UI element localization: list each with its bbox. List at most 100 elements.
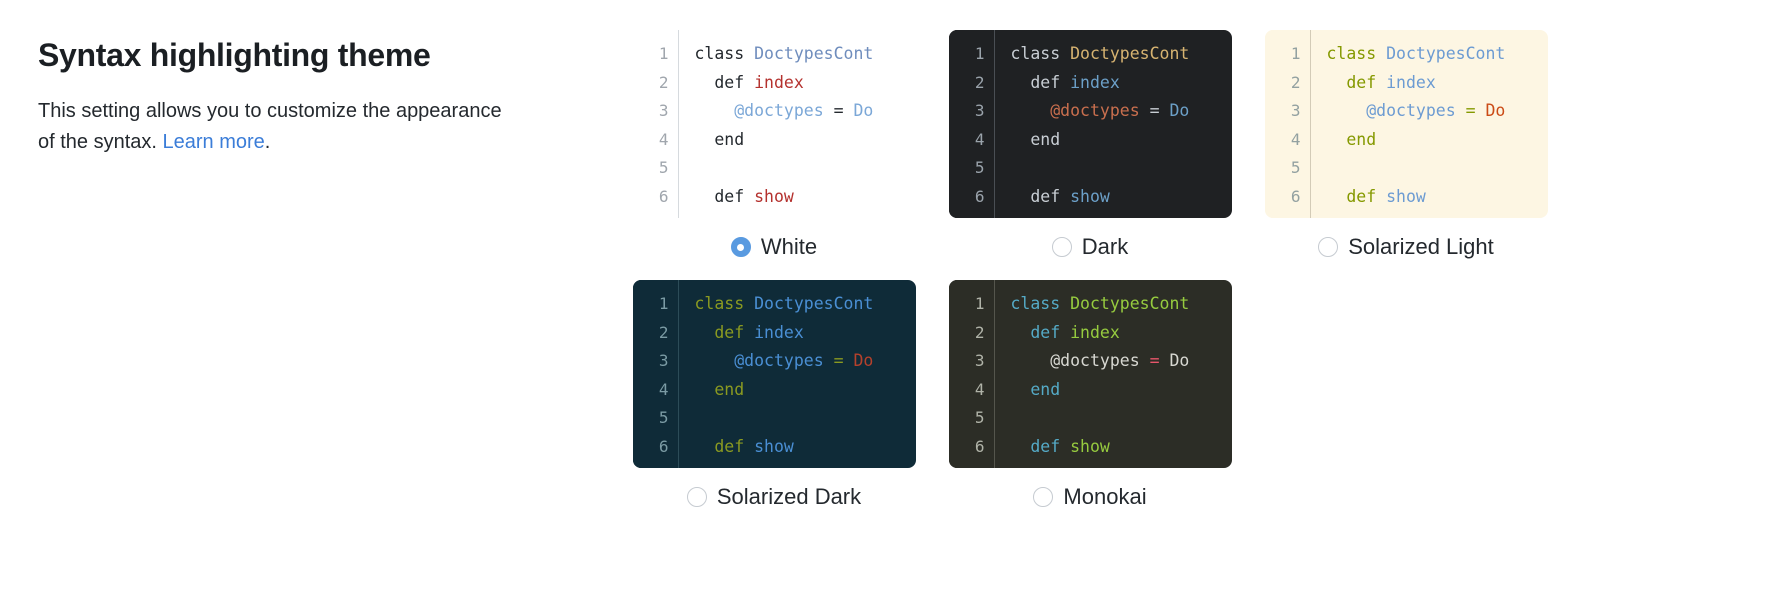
code-line	[1327, 154, 1548, 183]
token-constant: Do	[853, 101, 874, 120]
token-operator: =	[823, 101, 854, 120]
line-number: 3	[658, 101, 669, 120]
radio-label-white: White	[760, 234, 818, 259]
line-number: 1	[974, 294, 985, 313]
line-number: 5	[974, 158, 985, 177]
code-line: class DoctypesCont	[1011, 290, 1232, 319]
token-ivar: @doctypes	[694, 351, 824, 370]
token-function: show	[1070, 186, 1110, 206]
token-function: show	[754, 436, 794, 456]
code-body: class DoctypesCont def index @doctypes =…	[993, 280, 1232, 468]
token-keyword: def	[1010, 72, 1071, 92]
token-function: index	[754, 72, 804, 92]
line-number: 6	[658, 436, 669, 456]
token-keyword: class	[1010, 294, 1071, 313]
line-number: 6	[974, 186, 985, 206]
theme-radio-row-monokai[interactable]: Monokai	[1033, 486, 1147, 508]
theme-radio-row-solarized-dark[interactable]: Solarized Dark	[686, 486, 861, 508]
code-line: class DoctypesCont	[695, 40, 916, 69]
line-number: 4	[658, 379, 669, 399]
code-line: class DoctypesCont	[695, 290, 916, 319]
line-number: 2	[974, 72, 985, 92]
token-keyword: class	[694, 44, 755, 63]
token-ivar: @doctypes	[1010, 101, 1140, 120]
code-line: def index	[695, 69, 916, 98]
radio-dark[interactable]	[1051, 237, 1072, 257]
token-function: show	[1386, 186, 1426, 206]
line-number: 4	[658, 129, 669, 149]
theme-radio-row-solarized-light[interactable]: Solarized Light	[1318, 236, 1494, 258]
line-number: 2	[974, 322, 985, 342]
code-line: end	[695, 126, 916, 155]
token-operator: =	[823, 351, 854, 370]
token-function: show	[1070, 436, 1110, 456]
line-number: 5	[1290, 158, 1301, 177]
radio-solarized-dark[interactable]	[686, 487, 707, 507]
code-line: @doctypes = Do	[1011, 347, 1232, 376]
token-keyword: end	[1326, 129, 1377, 149]
token-ivar: @doctypes	[694, 101, 824, 120]
code-line: def index	[695, 319, 916, 348]
code-line: def show	[1011, 433, 1232, 462]
setting-description-period: .	[264, 131, 271, 154]
code-line: def show	[695, 183, 916, 212]
line-number: 6	[1290, 186, 1301, 206]
token-keyword: class	[1010, 44, 1071, 63]
radio-label-solarized-light: Solarized Light	[1348, 234, 1494, 259]
radio-white[interactable]	[730, 237, 751, 257]
code-line: end	[1327, 126, 1548, 155]
token-keyword: def	[694, 72, 755, 92]
token-constant: Do	[1169, 101, 1190, 120]
code-line	[695, 404, 916, 433]
theme-radio-row-white[interactable]: White	[730, 234, 818, 259]
line-number: 4	[974, 379, 985, 399]
page-title: Syntax highlighting theme	[38, 37, 431, 73]
line-number: 1	[974, 44, 985, 63]
line-number: 2	[658, 72, 669, 92]
code-line: def index	[1011, 319, 1232, 348]
code-line	[1011, 154, 1232, 183]
code-line: def index	[1327, 69, 1548, 98]
code-line: class DoctypesCont	[1327, 40, 1548, 69]
token-ivar: @doctypes	[1326, 101, 1456, 120]
token-class-name: DoctypesCont	[754, 294, 874, 313]
line-number: 5	[658, 408, 669, 427]
token-keyword: def	[694, 186, 755, 206]
token-keyword: def	[1010, 436, 1071, 456]
code-line: end	[1011, 126, 1232, 155]
token-ivar: @doctypes	[1010, 351, 1140, 370]
learn-more-link[interactable]: Learn more	[162, 131, 265, 154]
token-keyword: class	[1326, 44, 1387, 63]
token-keyword: end	[1010, 129, 1061, 149]
radio-label-dark: Dark	[1081, 234, 1129, 259]
token-function: index	[754, 322, 804, 342]
theme-options-grid: 1 2 3 4 5 6 class DoctypesCont def index @doct…	[616, 30, 1781, 508]
line-number: 3	[1290, 101, 1301, 120]
radio-solarized-light[interactable]	[1318, 237, 1339, 257]
line-number: 1	[1290, 44, 1301, 63]
token-keyword: def	[694, 436, 755, 456]
theme-row: 1 2 3 4 5 6 class DoctypesCont def index @doct…	[616, 30, 1781, 258]
token-keyword: def	[694, 322, 755, 342]
theme-radio-row-dark[interactable]: Dark	[1051, 234, 1129, 259]
line-number: 5	[658, 158, 669, 177]
code-line: end	[695, 376, 916, 405]
token-keyword: def	[1326, 72, 1387, 92]
radio-monokai[interactable]	[1033, 487, 1054, 507]
line-number: 3	[974, 351, 985, 370]
line-number: 1	[658, 294, 669, 313]
token-class-name: DoctypesCont	[1386, 44, 1506, 63]
